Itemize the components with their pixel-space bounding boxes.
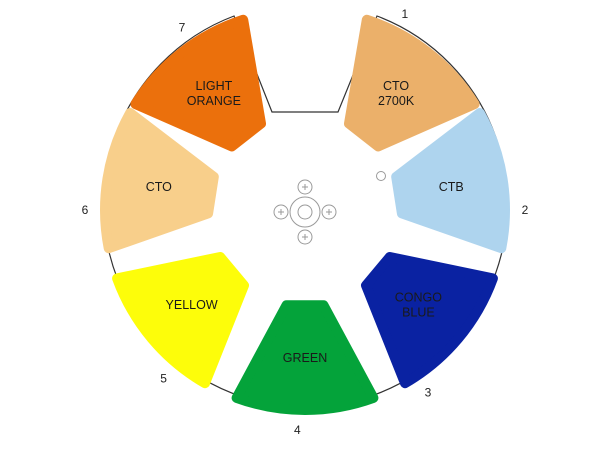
hub-right-screw-cross-icon [326, 209, 332, 215]
hub-right-screw-icon [321, 204, 337, 220]
hub-center [297, 204, 313, 220]
hub-ring [289, 196, 321, 228]
position-number-1: 1 [402, 7, 409, 21]
position-number-2: 2 [522, 203, 529, 217]
hub-bottom-screw-cross-icon [302, 234, 308, 240]
segment-6-label-line-1: CTO [146, 180, 172, 194]
position-number-3: 3 [425, 385, 432, 399]
hub-top-screw-cross-icon [302, 184, 308, 190]
hub-left-screw-icon [273, 204, 289, 220]
segment-6 [100, 108, 219, 254]
position-number-7: 7 [179, 21, 186, 35]
index-hole [376, 171, 386, 181]
center-hub-icon [273, 171, 386, 245]
segment-1-label-line-2: 2700K [378, 94, 415, 108]
segment-4 [231, 300, 379, 415]
segment-1 [344, 14, 480, 152]
position-number-5: 5 [160, 372, 167, 386]
segment-2 [391, 108, 510, 254]
segment-1-label-line-1: CTO [383, 79, 409, 93]
segment-5-label-line-1: YELLOW [166, 298, 218, 312]
segment-3-label-line-1: CONGO [395, 291, 443, 305]
segment-7-label-line-2: ORANGE [187, 94, 241, 108]
segments-group [100, 14, 510, 415]
segment-4-label-line-1: GREEN [283, 351, 327, 365]
position-number-6: 6 [82, 203, 89, 217]
segment-7 [130, 14, 266, 152]
hub-bottom-screw-icon [297, 229, 313, 245]
segment-3 [361, 252, 498, 389]
position-number-4: 4 [294, 423, 301, 437]
segment-5 [112, 252, 249, 389]
segment-3-label-line-2: BLUE [402, 306, 435, 320]
hub-top-screw-icon [297, 179, 313, 195]
segment-7-label-line-1: LIGHT [195, 79, 232, 93]
position-numbers-group: 1 2 3 4 5 6 7 [82, 7, 529, 437]
segment-2-label-line-1: CTB [439, 180, 464, 194]
segment-labels-group: CTO2700KCTBCONGOBLUEGREENYELLOWCTOLIGHTO… [146, 79, 464, 365]
hub-left-screw-cross-icon [278, 209, 284, 215]
